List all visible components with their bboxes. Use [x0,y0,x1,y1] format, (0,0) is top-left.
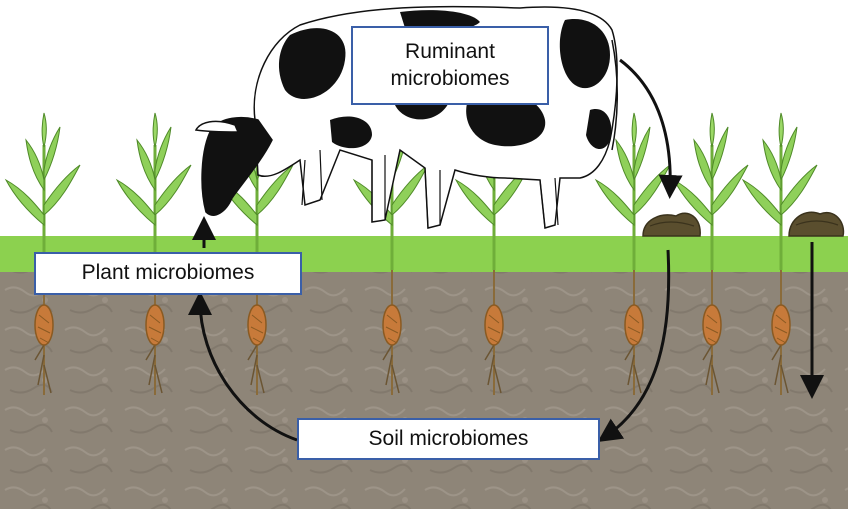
soil-microbiomes-text: Soil microbiomes [368,426,529,450]
soil-layer [0,272,848,509]
plant-microbiomes-text: Plant microbiomes [81,261,255,285]
arrow-manure-to-soil [597,249,671,443]
ruminant-microbiomes-label: Ruminant microbiomes [351,26,549,105]
soil-microbiomes-label: Soil microbiomes [297,418,600,460]
manure-icon-1 [642,212,701,237]
arrow-ruminant-to-manure [619,58,683,199]
arrow-soil-to-plant [188,291,298,442]
ruminant-microbiomes-text: Ruminant microbiomes [390,40,510,90]
plant-microbiomes-label: Plant microbiomes [34,252,302,295]
manure-icon-2 [788,211,845,237]
